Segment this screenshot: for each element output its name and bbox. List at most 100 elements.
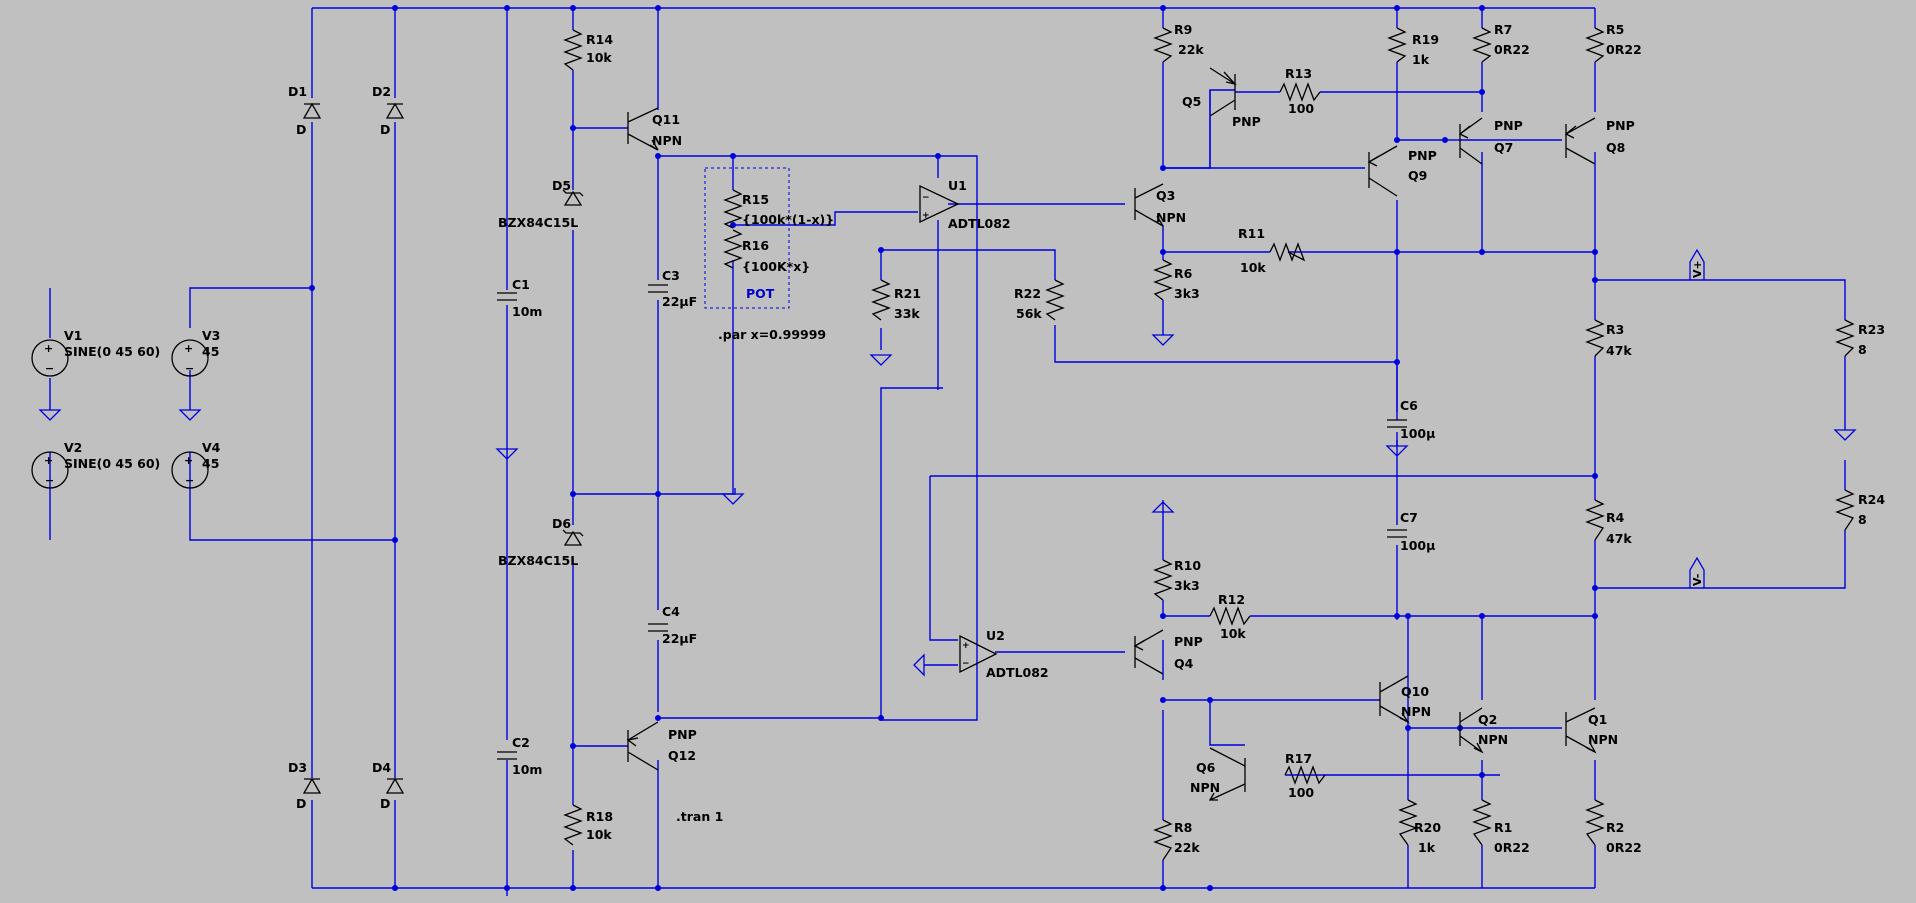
svg-text:SINE(0 45 60): SINE(0 45 60)	[64, 456, 160, 471]
svg-text:45: 45	[202, 456, 219, 471]
vplus-net-label: V+	[1689, 248, 1705, 280]
svg-text:V1: V1	[64, 328, 82, 343]
svg-text:ADTL082: ADTL082	[986, 665, 1049, 680]
svg-text:10k: 10k	[586, 827, 612, 842]
svg-text:R13: R13	[1285, 66, 1312, 81]
ground-symbol	[495, 448, 519, 460]
diode-d2: D2 D	[372, 84, 405, 137]
svg-text:10k: 10k	[586, 50, 612, 65]
ground-symbol	[178, 409, 202, 421]
svg-text:22k: 22k	[1178, 42, 1204, 57]
ground-symbol	[1151, 334, 1175, 346]
tran-directive: .tran 1	[676, 809, 723, 824]
resistor-r18: R18 10k	[563, 804, 613, 846]
svg-text:R8: R8	[1174, 820, 1192, 835]
svg-text:R2: R2	[1606, 820, 1624, 835]
svg-text:C2: C2	[512, 735, 530, 750]
svg-text:V-: V-	[1691, 574, 1704, 586]
svg-text:R7: R7	[1494, 22, 1512, 37]
svg-text:56k: 56k	[1016, 306, 1042, 321]
ground-symbol	[1833, 429, 1857, 441]
svg-text:PNP: PNP	[1232, 114, 1261, 129]
resistor-r16: R16 {100K*x}	[723, 229, 810, 274]
svg-text:−: −	[185, 362, 194, 375]
resistor-r11: R11 10k	[1238, 226, 1306, 275]
svg-text:SINE(0 45 60): SINE(0 45 60)	[64, 344, 160, 359]
svg-text:+: +	[44, 342, 53, 355]
svg-text:{100K*x}: {100K*x}	[742, 259, 810, 274]
svg-text:R12: R12	[1218, 592, 1245, 607]
svg-text:R9: R9	[1174, 22, 1192, 37]
ground-symbol	[869, 354, 893, 366]
capacitor-c3: C3 22µF	[648, 268, 697, 309]
svg-text:D1: D1	[288, 84, 307, 99]
pot-dashed-box	[704, 167, 790, 309]
svg-text:R21: R21	[894, 286, 921, 301]
svg-text:0R22: 0R22	[1606, 42, 1642, 57]
wires	[49, 7, 1846, 896]
resistor-r17: R17 100	[1284, 751, 1326, 800]
resistor-r23: R23 8	[1835, 319, 1885, 357]
svg-text:−: −	[45, 362, 54, 375]
ground-symbol	[721, 493, 745, 505]
transistor-q3: Q3 NPN	[1134, 183, 1186, 227]
svg-text:D: D	[380, 796, 390, 811]
svg-text:+: +	[44, 454, 53, 467]
svg-text:+: +	[922, 211, 930, 221]
svg-text:C1: C1	[512, 277, 530, 292]
voltage-source-v3: +− V3 45	[171, 328, 220, 377]
resistor-r9: R9 22k	[1153, 22, 1204, 63]
resistor-r6: R6 3k3	[1153, 259, 1200, 301]
resistor-r5: R5 0R22	[1585, 22, 1642, 63]
diode-d1: D1 D	[288, 84, 322, 137]
capacitor-c2: C2 10m	[497, 735, 542, 777]
resistor-r24: R24 8	[1835, 489, 1885, 531]
resistor-r20: R20 1k	[1398, 799, 1441, 855]
svg-text:Q1: Q1	[1588, 712, 1607, 727]
svg-text:R6: R6	[1174, 266, 1193, 281]
svg-text:V+: V+	[1691, 260, 1704, 278]
svg-text:C3: C3	[662, 268, 680, 283]
transistor-q5: Q5 PNP	[1182, 67, 1261, 129]
svg-text:0R22: 0R22	[1494, 840, 1530, 855]
svg-text:PNP: PNP	[1174, 634, 1203, 649]
resistor-r19: R19 1k	[1387, 27, 1439, 67]
svg-text:R22: R22	[1014, 286, 1041, 301]
ground-symbol	[38, 409, 62, 421]
svg-text:−: −	[962, 659, 970, 669]
resistor-r7: R7 0R22	[1472, 22, 1530, 63]
resistor-r8: R8 22k	[1153, 819, 1200, 861]
svg-text:D3: D3	[288, 760, 307, 775]
svg-text:BZX84C15L: BZX84C15L	[498, 215, 578, 230]
svg-text:V4: V4	[202, 440, 221, 455]
transistor-q8: PNP Q8	[1564, 117, 1635, 165]
svg-text:V2: V2	[64, 440, 82, 455]
svg-text:R24: R24	[1858, 492, 1885, 507]
svg-text:1k: 1k	[1412, 52, 1430, 67]
opamp-u2: + − U2 ADTL082	[959, 628, 1049, 680]
capacitor-c1: C1 10m	[497, 277, 542, 319]
svg-text:Q2: Q2	[1478, 712, 1497, 727]
pot-label: POT	[746, 286, 775, 301]
voltage-source-v2: +− V2 SINE(0 45 60)	[31, 440, 160, 489]
svg-text:R4: R4	[1606, 510, 1625, 525]
opamp-u1: − + U1 ADTL082	[919, 178, 1011, 231]
zener-diode-d5: D5 BZX84C15L	[498, 178, 584, 230]
transistor-q9: PNP Q9	[1367, 145, 1437, 197]
svg-text:R17: R17	[1285, 751, 1312, 766]
resistor-r13: R13 100	[1279, 66, 1321, 116]
svg-text:10m: 10m	[512, 304, 542, 319]
svg-text:47k: 47k	[1606, 531, 1632, 546]
svg-text:PNP: PNP	[1408, 148, 1437, 163]
svg-text:D: D	[296, 122, 306, 137]
diode-d4: D4 D	[372, 760, 405, 811]
svg-text:C6: C6	[1400, 398, 1418, 413]
svg-text:NPN: NPN	[652, 133, 682, 148]
transistor-q10: Q10 NPN	[1379, 675, 1431, 724]
svg-text:Q8: Q8	[1606, 140, 1625, 155]
svg-text:Q4: Q4	[1174, 656, 1194, 671]
svg-text:NPN: NPN	[1588, 732, 1618, 747]
svg-text:10k: 10k	[1240, 260, 1266, 275]
svg-text:R10: R10	[1174, 558, 1201, 573]
svg-text:NPN: NPN	[1478, 732, 1508, 747]
